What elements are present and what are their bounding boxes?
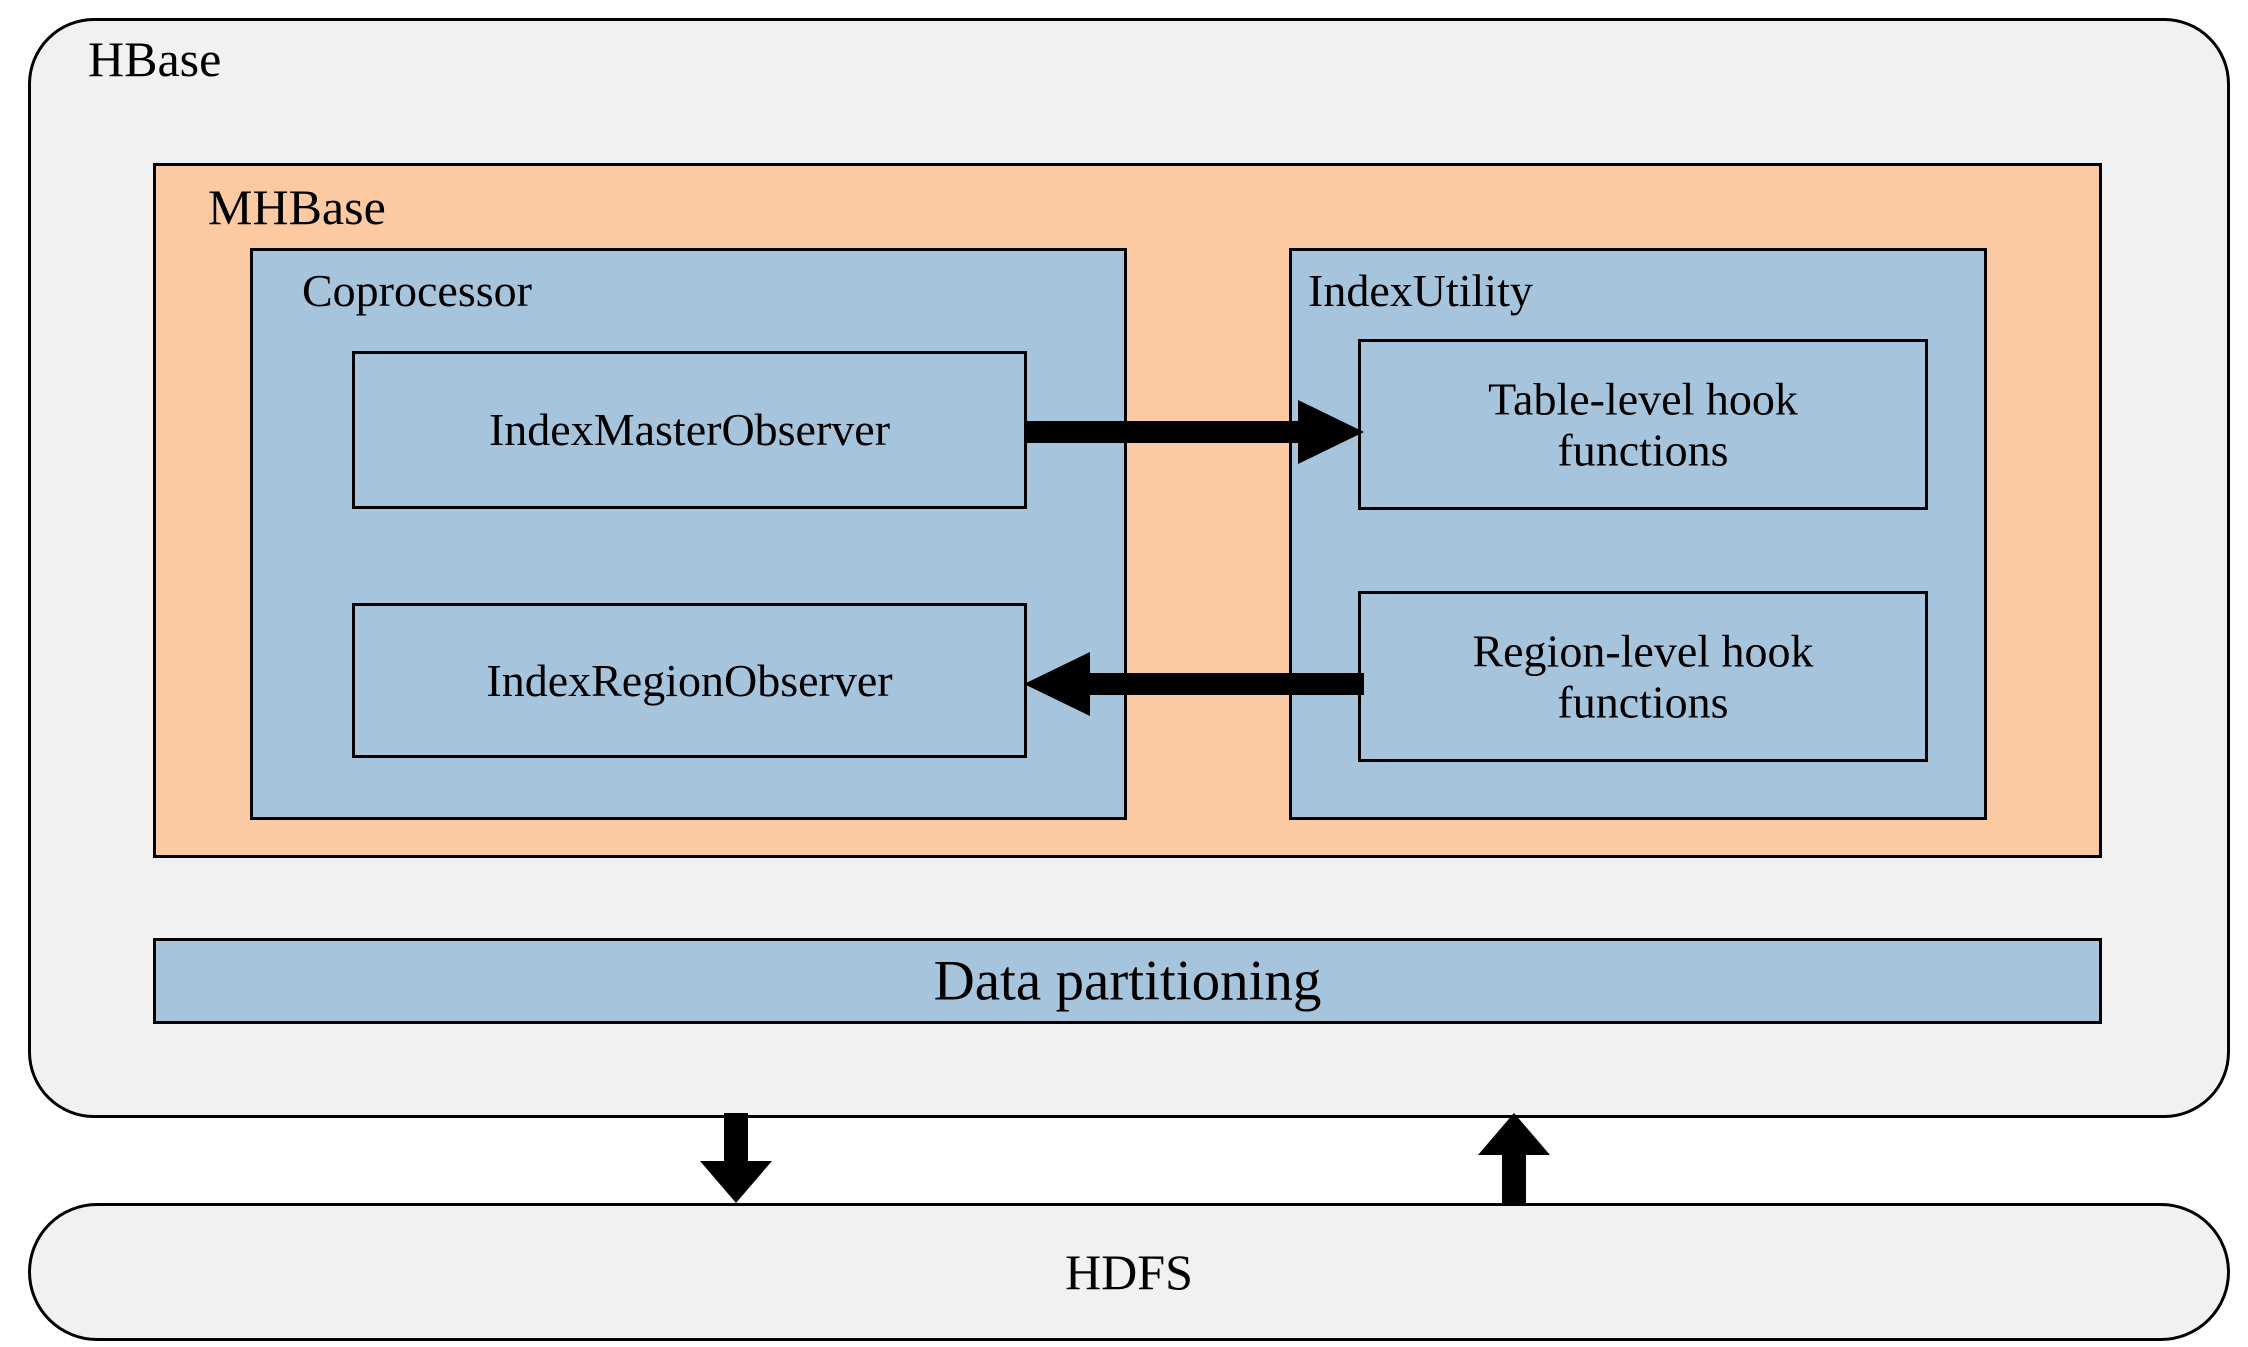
arrow-hbase-to-hdfs-down bbox=[700, 1113, 772, 1203]
hdfs-label: HDFS bbox=[1065, 1244, 1193, 1300]
data-partitioning-label: Data partitioning bbox=[933, 949, 1322, 1013]
index-region-observer-label: IndexRegionObserver bbox=[486, 654, 893, 706]
mhbase-label: MHBase bbox=[208, 179, 386, 235]
table-level-hook-line2: functions bbox=[1557, 424, 1729, 476]
table-level-hook-functions-box[interactable]: Table-level hook functions bbox=[1358, 339, 1928, 510]
data-partitioning-bar[interactable]: Data partitioning bbox=[153, 938, 2102, 1024]
index-utility-label: IndexUtility bbox=[1308, 265, 1533, 316]
region-level-hook-line2: functions bbox=[1557, 676, 1729, 728]
hbase-label: HBase bbox=[88, 31, 222, 87]
region-level-hook-functions-box[interactable]: Region-level hook functions bbox=[1358, 591, 1928, 762]
arrow-hdfs-to-hbase-up bbox=[1478, 1113, 1550, 1203]
index-master-observer-box[interactable]: IndexMasterObserver bbox=[352, 351, 1027, 509]
hdfs-container: HDFS bbox=[28, 1203, 2230, 1341]
arrow-index-master-observer-to-table-level-hooks bbox=[1024, 400, 1364, 464]
region-level-hook-line1: Region-level hook bbox=[1472, 624, 1814, 676]
arrow-region-level-hooks-to-index-region-observer bbox=[1024, 652, 1364, 716]
index-master-observer-label: IndexMasterObserver bbox=[488, 404, 891, 456]
coprocessor-label: Coprocessor bbox=[302, 265, 532, 316]
table-level-hook-line1: Table-level hook bbox=[1488, 372, 1798, 424]
region-level-hook-functions-label: Region-level hook functions bbox=[1361, 625, 1925, 728]
table-level-hook-functions-label: Table-level hook functions bbox=[1361, 373, 1925, 476]
index-region-observer-box[interactable]: IndexRegionObserver bbox=[352, 603, 1027, 758]
